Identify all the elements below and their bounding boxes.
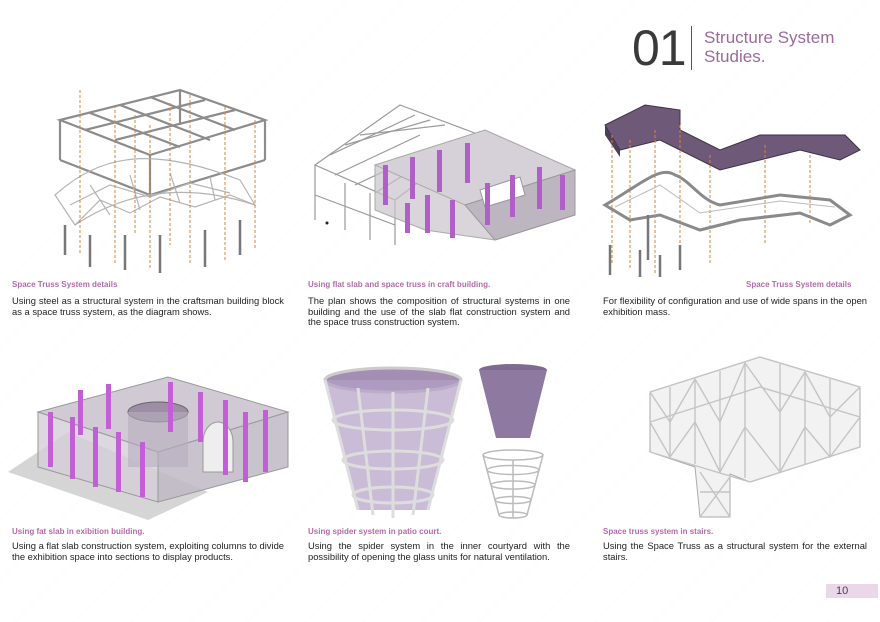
section-number: 01	[632, 20, 687, 76]
section-title: Structure System Studies.	[704, 28, 835, 66]
text-panel-2: The plan shows the composition of struct…	[308, 295, 570, 328]
caption-panel-4: Using fat slab in exibition building.	[12, 527, 145, 536]
caption-panel-1: Space Truss System details	[12, 280, 118, 289]
text-panel-3: For flexibility of configuration and use…	[603, 295, 867, 317]
text-panel-5: Using the spider system in the inner cou…	[308, 540, 570, 562]
caption-panel-2: Using flat slab and space truss in craft…	[308, 280, 491, 289]
caption-panel-5: Using spider system in patio court.	[308, 527, 442, 536]
text-panel-1: Using steel as a structural system in th…	[12, 295, 284, 317]
figure-spider-system	[323, 364, 547, 519]
text-panel-6: Using the Space Truss as a structural sy…	[603, 540, 867, 562]
figure-exhibition-truss	[602, 104, 861, 277]
text-panel-4: Using a flat slab construction system, e…	[12, 540, 285, 562]
figure-truss-stairs	[649, 356, 861, 518]
figure-steel-truss-frame	[54, 88, 269, 273]
caption-panel-6: Space truss system in stairs.	[603, 527, 714, 536]
figure-flat-slab-exhibition	[8, 376, 290, 520]
page-number: 10	[826, 584, 878, 598]
figure-craft-building	[313, 104, 577, 245]
caption-panel-3: Space Truss System details	[746, 280, 852, 289]
header-divider	[691, 26, 692, 70]
